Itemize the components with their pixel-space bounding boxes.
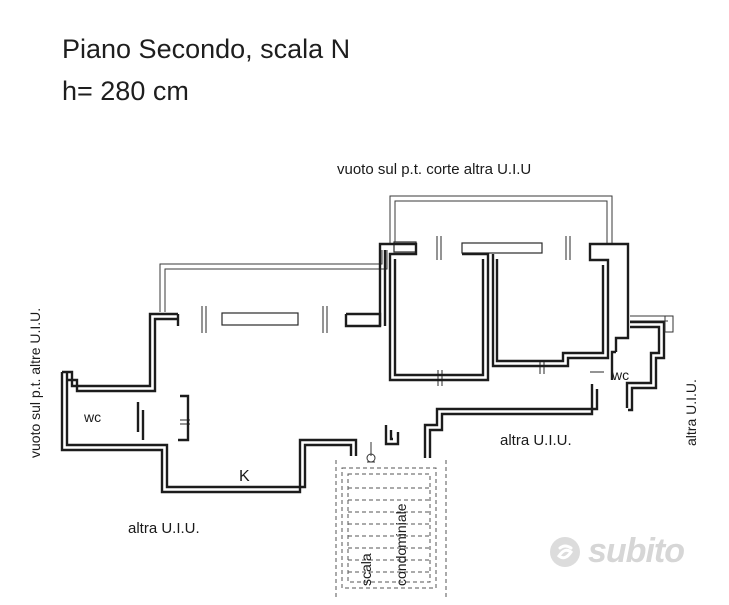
- other-unit-right-label: altra U.I.U.: [500, 432, 572, 449]
- stair-condominiale-label: condominiale: [393, 503, 409, 586]
- plan-title: Piano Secondo, scala N: [62, 34, 351, 64]
- subito-watermark: subito: [548, 532, 685, 571]
- kitchen-label: K: [239, 468, 250, 485]
- void-left-label: vuoto sul p.t. altre U.I.U.: [27, 308, 43, 458]
- walls: [60, 242, 666, 494]
- fixtures: [366, 315, 674, 463]
- subito-watermark-text: subito: [588, 532, 685, 570]
- other-unit-far-right-label: altra U.I.U.: [683, 379, 699, 446]
- other-unit-bottom-label: altra U.I.U.: [128, 520, 200, 537]
- wc-right-label: wc: [611, 367, 629, 383]
- subito-logo-icon: [550, 536, 580, 567]
- void-top-label: vuoto sul p.t. corte altra U.I.U: [337, 161, 531, 178]
- wc-left-label: wc: [83, 409, 101, 425]
- balcony-railings: [159, 195, 668, 322]
- ceiling-height: h= 280 cm: [62, 76, 189, 106]
- stair-scala-label: scala: [358, 553, 374, 586]
- stairwell: [335, 460, 447, 600]
- windows: [221, 241, 543, 326]
